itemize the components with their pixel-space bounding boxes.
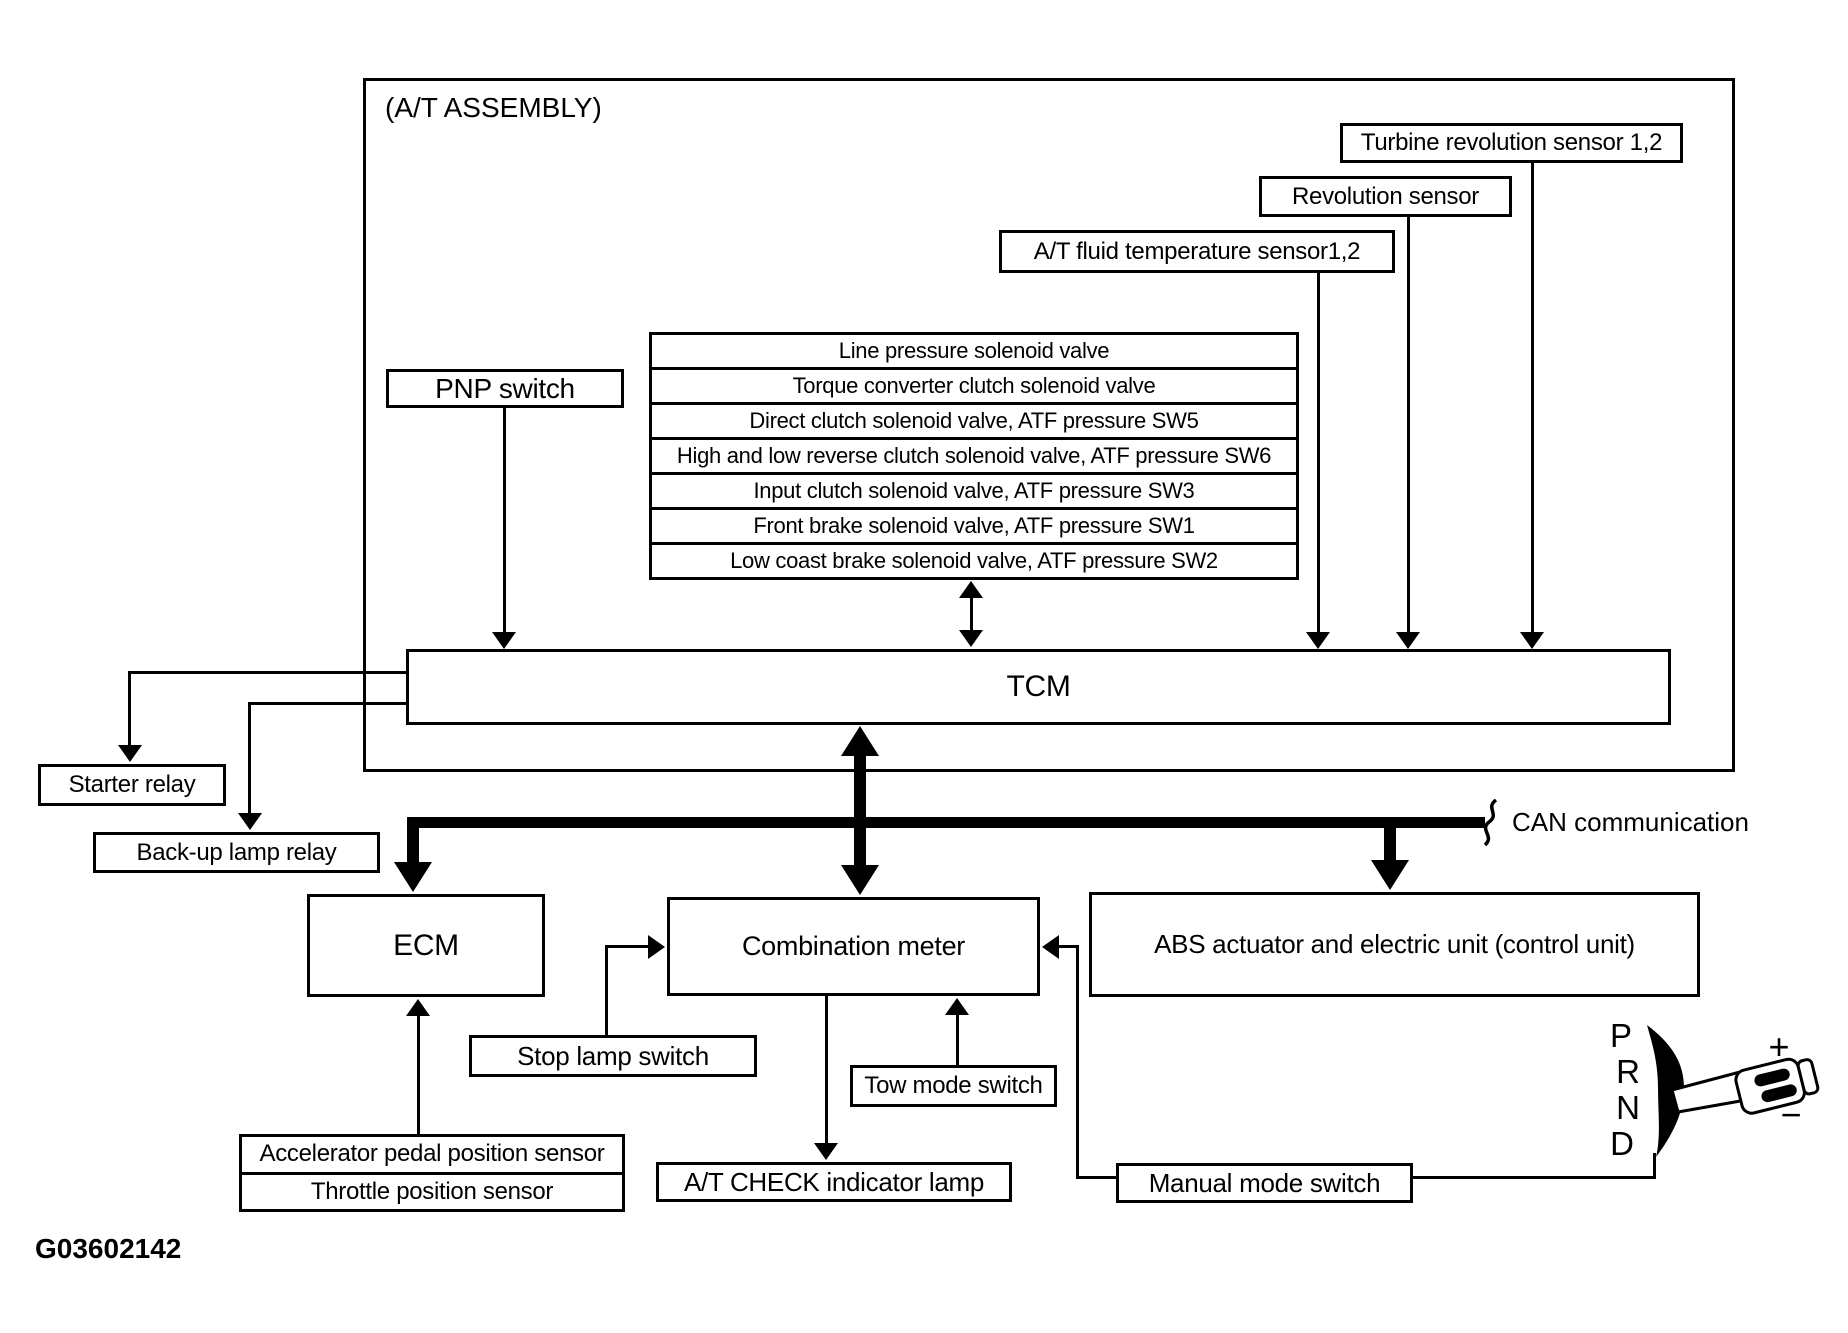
revolution-to-tcm-line bbox=[1407, 217, 1410, 636]
fluid-temp-to-tcm-arrowhead bbox=[1306, 632, 1330, 649]
can-bus-line bbox=[407, 817, 1485, 828]
tcm-to-starter-arrowhead bbox=[118, 745, 142, 762]
manual-to-lever-vline bbox=[1653, 1153, 1656, 1179]
tcm-to-starter-vline bbox=[128, 671, 131, 748]
stoplamp-arrowhead bbox=[648, 935, 665, 959]
combination-meter-box: Combination meter bbox=[667, 897, 1040, 996]
solenoid-row-torque-converter: Torque converter clutch solenoid valve bbox=[652, 367, 1296, 402]
manual-mode-switch-box: Manual mode switch bbox=[1116, 1163, 1413, 1203]
tcm-box: TCM bbox=[406, 649, 1671, 725]
at-check-indicator-lamp-box: A/T CHECK indicator lamp bbox=[656, 1162, 1012, 1202]
solenoid-row-input-clutch: Input clutch solenoid valve, ATF pressur… bbox=[652, 472, 1296, 507]
lever-knob bbox=[1734, 1057, 1820, 1115]
backup-lamp-relay-box: Back-up lamp relay bbox=[93, 832, 380, 873]
manual-vline bbox=[1076, 945, 1079, 1179]
shift-position-r: R bbox=[1616, 1053, 1640, 1090]
manual-hline bbox=[1076, 1176, 1119, 1179]
pnp-switch-box: PNP switch bbox=[386, 369, 624, 408]
revolution-to-tcm-arrowhead bbox=[1396, 632, 1420, 649]
solenoid-row-front-brake: Front brake solenoid valve, ATF pressure… bbox=[652, 507, 1296, 542]
shift-position-d: D bbox=[1610, 1125, 1634, 1162]
solenoid-tcm-line bbox=[970, 595, 973, 634]
pedal-to-ecm-line bbox=[417, 1014, 420, 1134]
solenoid-row-high-low-reverse: High and low reverse clutch solenoid val… bbox=[652, 437, 1296, 472]
can-to-abs-arrowhead bbox=[1371, 860, 1409, 890]
stoplamp-vline bbox=[605, 947, 608, 1035]
solenoid-valve-stack: Line pressure solenoid valve Torque conv… bbox=[649, 332, 1299, 580]
tcm-combo-up-arrowhead bbox=[841, 726, 879, 756]
fluid-temperature-sensor-box: A/T fluid temperature sensor1,2 bbox=[999, 230, 1395, 273]
solenoid-row-low-coast-brake: Low coast brake solenoid valve, ATF pres… bbox=[652, 542, 1296, 577]
tcm-combo-shaft bbox=[854, 752, 866, 868]
pnp-to-tcm-line bbox=[503, 408, 506, 636]
starter-relay-box: Starter relay bbox=[38, 764, 226, 806]
shift-position-p: P bbox=[1610, 1017, 1632, 1054]
manual-to-lever-hline bbox=[1413, 1176, 1656, 1179]
can-break-symbol bbox=[1483, 799, 1498, 847]
figure-id-label: G03602142 bbox=[35, 1233, 182, 1264]
turbine-to-tcm-arrowhead bbox=[1520, 632, 1544, 649]
towmode-arrowhead bbox=[945, 998, 969, 1015]
throttle-position-sensor-label: Throttle position sensor bbox=[242, 1171, 622, 1210]
pedal-to-ecm-arrowhead bbox=[406, 999, 430, 1016]
tow-mode-switch-box: Tow mode switch bbox=[850, 1065, 1057, 1107]
at-assembly-label: (A/T ASSEMBLY) bbox=[385, 92, 602, 123]
shift-lever-graphic: P R N D + − bbox=[1610, 1017, 1820, 1162]
turbine-to-tcm-line bbox=[1531, 163, 1534, 636]
abs-actuator-box: ABS actuator and electric unit (control … bbox=[1089, 892, 1700, 997]
can-to-ecm-shaft bbox=[407, 817, 419, 866]
towmode-line bbox=[956, 1012, 959, 1065]
revolution-sensor-box: Revolution sensor bbox=[1259, 176, 1512, 217]
manual-to-combo-hline bbox=[1055, 945, 1079, 948]
tcm-to-backup-hline bbox=[248, 702, 408, 705]
accelerator-pedal-position-sensor-label: Accelerator pedal position sensor bbox=[259, 1140, 605, 1168]
atcheck-line bbox=[825, 996, 828, 1147]
manual-to-combo-arrowhead bbox=[1042, 935, 1059, 959]
ecm-box: ECM bbox=[307, 894, 545, 997]
solenoid-tcm-up-arrowhead bbox=[959, 581, 983, 598]
can-communication-label: CAN communication bbox=[1512, 807, 1749, 837]
tcm-to-backup-arrowhead bbox=[238, 813, 262, 830]
at-assembly-boundary bbox=[363, 78, 1735, 772]
can-to-ecm-arrowhead bbox=[394, 862, 432, 892]
atcheck-arrowhead bbox=[814, 1143, 838, 1160]
shift-gate-arc bbox=[1647, 1025, 1684, 1157]
stop-lamp-switch-box: Stop lamp switch bbox=[469, 1035, 757, 1077]
stoplamp-hline bbox=[605, 945, 653, 948]
shift-position-n: N bbox=[1616, 1089, 1640, 1126]
can-to-abs-shaft bbox=[1384, 817, 1396, 863]
solenoid-tcm-down-arrowhead bbox=[959, 630, 983, 647]
turbine-revolution-sensor-box: Turbine revolution sensor 1,2 bbox=[1340, 123, 1683, 163]
fluid-temp-to-tcm-line bbox=[1317, 273, 1320, 636]
shift-minus-label: − bbox=[1780, 1094, 1801, 1135]
pedal-sensor-box: Accelerator pedal position sensor Thrott… bbox=[239, 1134, 625, 1212]
tcm-combo-down-arrowhead bbox=[841, 865, 879, 895]
tcm-to-starter-hline bbox=[128, 671, 408, 674]
solenoid-row-line-pressure: Line pressure solenoid valve bbox=[838, 338, 1110, 363]
tcm-to-backup-vline bbox=[248, 702, 251, 816]
shift-plus-label: + bbox=[1768, 1026, 1789, 1067]
solenoid-row-direct-clutch: Direct clutch solenoid valve, ATF pressu… bbox=[652, 402, 1296, 437]
pnp-to-tcm-arrowhead bbox=[492, 632, 516, 649]
